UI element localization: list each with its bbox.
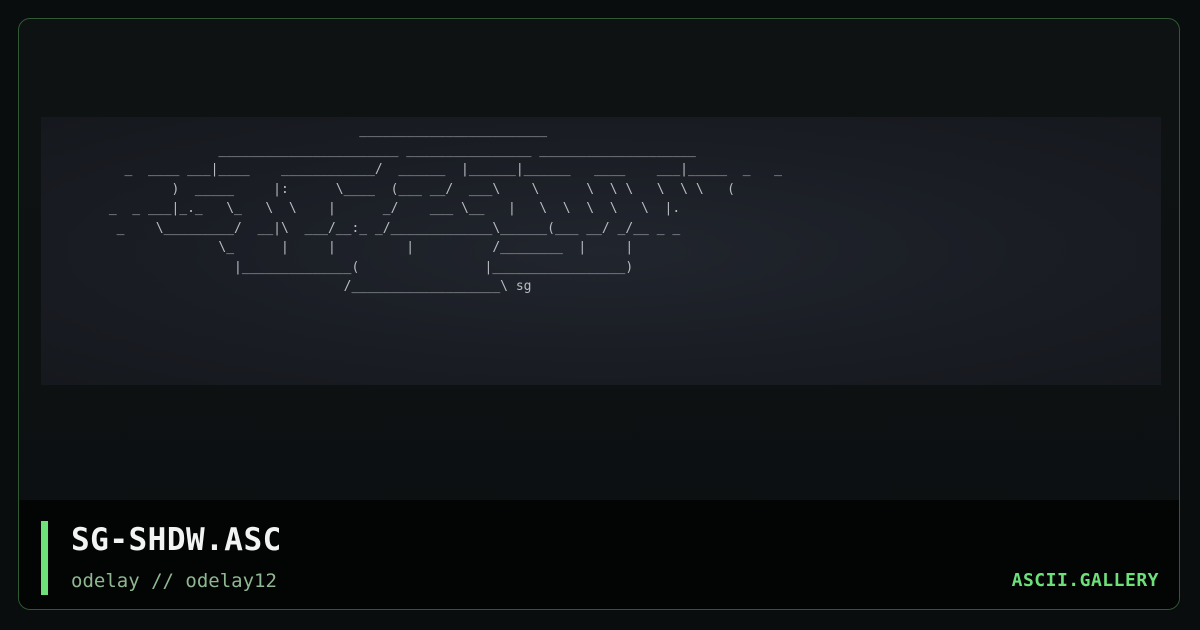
site-brand[interactable]: ASCII.GALLERY	[1011, 570, 1159, 591]
artwork-author: odelay // odelay12	[71, 570, 277, 592]
card-frame: ________________________ _______________…	[18, 18, 1180, 610]
ascii-art: ________________________ _______________…	[108, 123, 782, 294]
accent-bar	[41, 521, 48, 595]
artwork-title: SG-SHDW.ASC	[71, 522, 282, 558]
card-footer: SG-SHDW.ASC odelay // odelay12 ASCII.GAL…	[19, 500, 1179, 609]
ascii-art-panel: ________________________ _______________…	[41, 117, 1161, 385]
